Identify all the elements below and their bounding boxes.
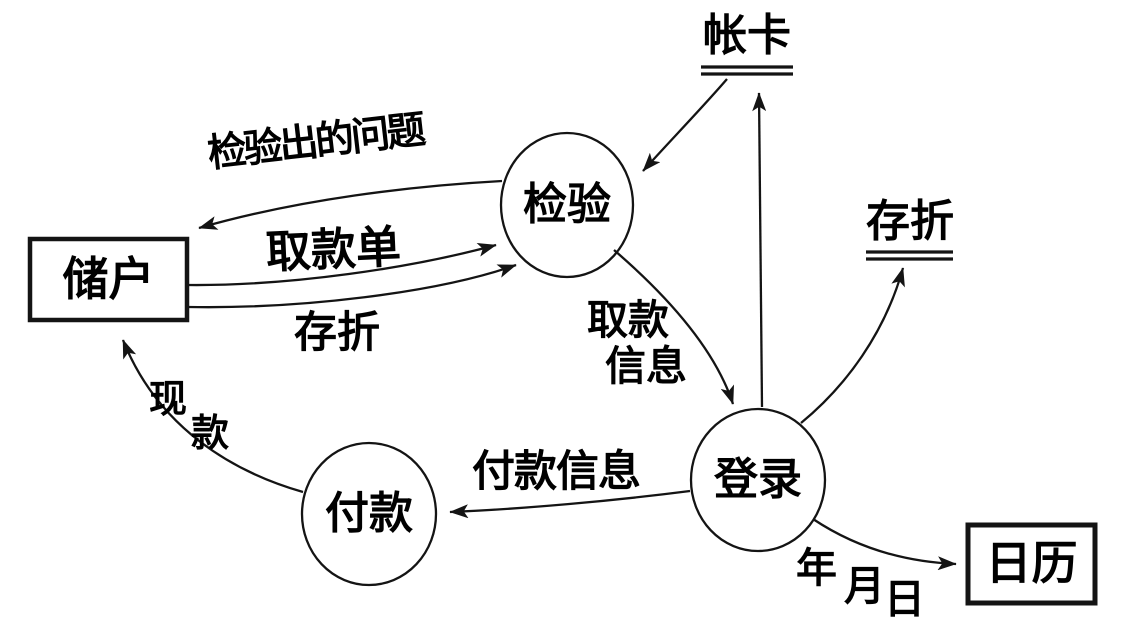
- flow-record-to-passbook-arrow: [800, 267, 905, 424]
- calendar-box: [965, 522, 1098, 606]
- flow-cash-char1: 现: [149, 379, 188, 421]
- calendar-label: 日历: [985, 538, 1078, 589]
- flow-cash-arrow: [121, 339, 304, 494]
- record-circle: [689, 407, 827, 553]
- flow-withdrawal-info-line2: 信息: [605, 343, 687, 389]
- depositor-label: 储户: [62, 253, 155, 305]
- passbook-underline: [866, 250, 953, 261]
- flow-account-card-to-verify-arrow: [642, 78, 728, 172]
- flow-withdrawal-info-line1: 取款: [587, 297, 669, 343]
- passbook-store-label: 存折: [866, 197, 954, 246]
- account-card-store-label: 帐卡: [703, 11, 791, 60]
- flow-withdrawal-slip-arrow: [187, 243, 497, 287]
- flow-passbook-submitted-arrow: [187, 263, 517, 309]
- depositor-box: [27, 236, 190, 323]
- flow-problems-found-arrow: [198, 179, 503, 230]
- flow-record-to-account-card-arrow: [752, 92, 767, 408]
- flow-date-char2: 月: [844, 563, 885, 609]
- record-process-label: 登录: [714, 455, 802, 504]
- verify-circle: [499, 131, 635, 279]
- payout-process-label: 付款: [325, 489, 413, 538]
- flow-cash-char2: 款: [191, 413, 230, 455]
- account-card-underline: [701, 65, 793, 76]
- flow-passbook-submitted-label: 存折: [294, 310, 380, 357]
- flow-date-arrow: [812, 518, 957, 571]
- flow-payment-info-arrow: [449, 489, 691, 519]
- payout-circle: [300, 441, 438, 587]
- flow-date-char1: 年: [796, 545, 837, 591]
- verify-process-label: 检验: [523, 180, 611, 229]
- flow-withdrawal-slip-label: 取款单: [264, 222, 402, 278]
- flow-withdrawal-info-arrow: [613, 249, 735, 405]
- flow-payment-info-label: 付款信息: [472, 449, 641, 496]
- flow-date-char3: 日: [884, 576, 925, 622]
